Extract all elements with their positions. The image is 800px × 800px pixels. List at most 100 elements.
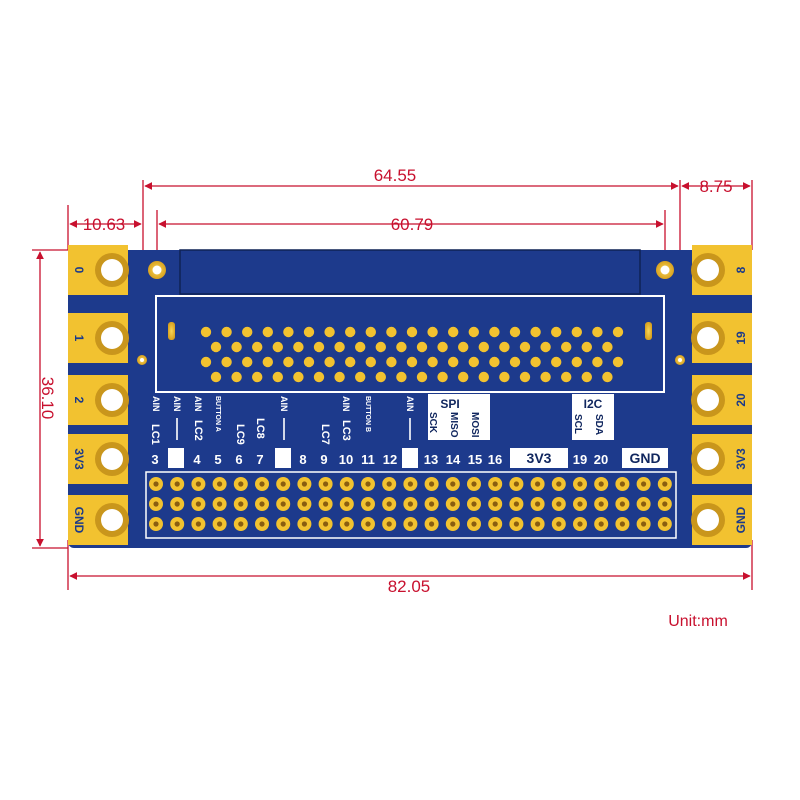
header-pad-hole — [598, 481, 604, 487]
connector-hole — [365, 356, 376, 368]
header-pad-hole — [577, 481, 583, 487]
edge-pin-label-left: 1 — [72, 335, 86, 342]
pin-number: 9 — [320, 452, 327, 467]
pin-number: 11 — [361, 452, 375, 467]
header-pad-hole — [407, 481, 413, 487]
header-pad-hole — [471, 481, 477, 487]
header-pad-hole — [598, 521, 604, 527]
header-pad-hole — [238, 481, 244, 487]
header-pad-hole — [365, 521, 371, 527]
dim-hole-span: 60.79 — [391, 215, 434, 234]
header-pad-hole — [323, 521, 329, 527]
connector-hole — [355, 341, 366, 353]
connector-hole — [210, 341, 222, 353]
connector-hole — [509, 326, 521, 338]
connector-hole — [231, 341, 242, 353]
pin-number: 14 — [446, 452, 461, 467]
connector-hole — [427, 356, 438, 368]
header-pad-hole — [153, 501, 159, 507]
header-pad-hole — [450, 521, 456, 527]
header-pad-hole — [556, 501, 562, 507]
connector-hole — [468, 326, 479, 338]
dim-total-width: 82.05 — [388, 577, 431, 596]
v33-label-box — [510, 448, 568, 468]
pin-number: 20 — [594, 452, 608, 467]
connector-hole — [375, 371, 386, 383]
header-pad-hole — [429, 501, 435, 507]
header-pad-hole — [280, 481, 286, 487]
edge-pad-hole — [101, 448, 123, 470]
connector-hole — [489, 356, 500, 368]
header-pad-hole — [365, 501, 371, 507]
pin-number: 4 — [193, 452, 201, 467]
edge-pad-hole — [101, 327, 123, 349]
edge-pin-label-right: 3V3 — [734, 448, 748, 470]
header-pad-hole — [195, 501, 201, 507]
header-pad-hole — [238, 521, 244, 527]
pin-number-highlight — [275, 448, 291, 468]
function-labels: AIN LC1 AIN AIN LC2 BUTTON A LC9 LC8 AIN… — [149, 396, 415, 445]
header-pad-hole — [259, 481, 265, 487]
label-leader-lines — [176, 418, 411, 440]
connector-hole — [416, 371, 428, 383]
label-lc7: LC7 — [319, 424, 331, 445]
label-button-a: BUTTON A — [214, 396, 221, 432]
header-pad-hole — [513, 521, 520, 527]
connector-hole — [293, 341, 304, 353]
header-pad-hole — [662, 521, 668, 527]
connector-hole — [324, 326, 335, 338]
pin-number: 3 — [151, 452, 158, 467]
connector-hole — [571, 356, 582, 368]
pin-number: 10 — [339, 452, 353, 467]
connector-hole — [313, 371, 325, 383]
connector-hole — [448, 326, 459, 338]
label-ain-4: AIN — [193, 396, 203, 412]
header-pad-hole — [217, 501, 223, 507]
connector-hole — [468, 356, 479, 368]
i2c-label-box — [572, 394, 614, 440]
header-pad-hole — [429, 481, 435, 487]
edge-pad-hole — [101, 259, 123, 281]
connector-footprint — [155, 295, 665, 393]
connector-hole — [283, 356, 294, 368]
connector-hole — [313, 341, 325, 353]
label-lc8: LC8 — [254, 418, 266, 439]
pin-number: 2 — [406, 452, 413, 467]
connector-hole — [334, 371, 345, 383]
edge-pad-hole — [697, 327, 719, 349]
header-pad-hole — [535, 521, 541, 527]
label-lc2: LC2 — [192, 420, 204, 441]
connector-hole — [334, 341, 345, 353]
header-pad-hole — [450, 501, 456, 507]
label-sck: SCK — [427, 412, 438, 434]
pin-number: 7 — [256, 452, 263, 467]
connector-hole — [602, 341, 613, 353]
label-scl: SCL — [572, 414, 583, 434]
header-pad-hole — [513, 501, 520, 507]
header-pad-grid — [149, 477, 672, 531]
edge-pad-hole — [697, 509, 719, 531]
connector-hole — [345, 326, 356, 338]
header-pad-hole — [556, 481, 562, 487]
connector-hole — [478, 371, 489, 383]
pin-number: 16 — [488, 452, 502, 467]
connector-hole — [551, 356, 562, 368]
pin-number-highlight — [402, 448, 418, 468]
edge-pin-label-left: 3V3 — [72, 448, 86, 470]
header-pad-hole — [492, 521, 498, 527]
pin-number: 13 — [424, 452, 438, 467]
pin-number: 1 — [279, 452, 286, 467]
header-pad-hole — [323, 501, 329, 507]
header-pad-hole — [492, 481, 498, 487]
connector-hole — [221, 356, 232, 368]
connector-hole — [303, 356, 315, 368]
connector-hole — [448, 356, 459, 368]
connector-hole — [252, 371, 263, 383]
label-ain-10: AIN — [341, 396, 351, 412]
connector-hole — [489, 326, 500, 338]
connector-hole — [499, 371, 510, 383]
header-pad-hole — [238, 501, 244, 507]
connector-hole — [345, 356, 356, 368]
